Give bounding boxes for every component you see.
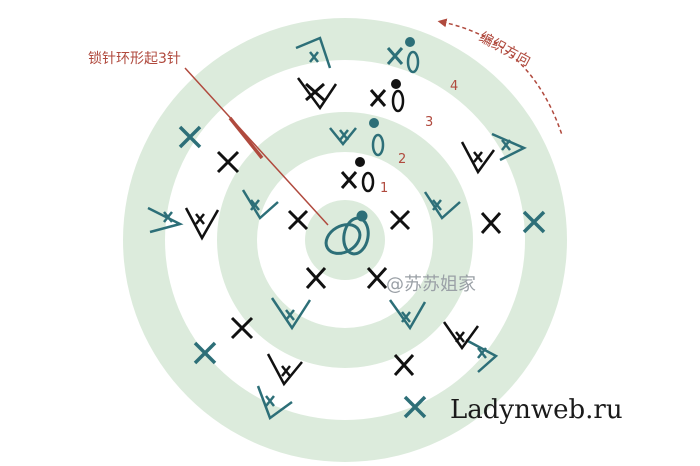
x-stitch: [389, 209, 411, 231]
start-leader-line: [184, 67, 329, 226]
increase-stitch: [460, 141, 496, 175]
increase-stitch: [296, 77, 338, 111]
x-stitch: [287, 209, 309, 231]
start-leader-thick: [228, 116, 264, 160]
increase-stitch: [491, 132, 527, 162]
increase-stitch: [295, 36, 332, 69]
direction-arrow: [437, 18, 563, 136]
round-2-label: 2: [398, 152, 406, 167]
site-label: Ladynweb.ru: [450, 395, 623, 425]
watermark: @苏苏姐家: [386, 274, 476, 295]
x-stitch: [178, 125, 202, 149]
teal-increase-outer: [147, 36, 527, 420]
x-stitch: [522, 210, 546, 234]
direction-note: 编织方向: [476, 29, 533, 69]
x-stitch: [305, 82, 325, 102]
round-1-start: [340, 157, 375, 193]
x-stitch: [393, 353, 415, 377]
increase-stitch: [465, 338, 499, 373]
teal-stitches: [178, 125, 546, 419]
round-2-start: [329, 118, 385, 157]
round-4-label: 4: [450, 79, 458, 94]
increase-stitch: [241, 189, 279, 220]
x-stitch: [480, 211, 502, 235]
increase-stitch: [270, 297, 312, 331]
black-stitches: [216, 82, 502, 377]
teal-increase-stitches: [241, 189, 461, 331]
x-stitch: [230, 316, 254, 340]
black-increase-stitches: [184, 77, 496, 387]
round-3-label: 3: [425, 115, 433, 130]
increase-stitch: [147, 206, 184, 234]
start-note: 锁针环形起3针: [88, 51, 181, 67]
x-stitch: [305, 266, 327, 290]
increase-stitch: [184, 207, 220, 241]
increase-stitch: [256, 385, 293, 420]
x-stitch: [216, 150, 240, 174]
increase-stitch: [442, 321, 480, 351]
x-stitch: [366, 266, 388, 290]
round-4-start: [386, 37, 420, 74]
round-3-start: [369, 79, 405, 113]
center-chain-ring-symbol: [324, 210, 370, 256]
increase-stitch: [423, 191, 461, 220]
increase-stitch: [266, 353, 303, 387]
x-stitch: [193, 341, 217, 365]
increase-stitch: [388, 299, 427, 331]
x-stitch: [403, 395, 427, 419]
round-1-label: 1: [380, 181, 388, 196]
